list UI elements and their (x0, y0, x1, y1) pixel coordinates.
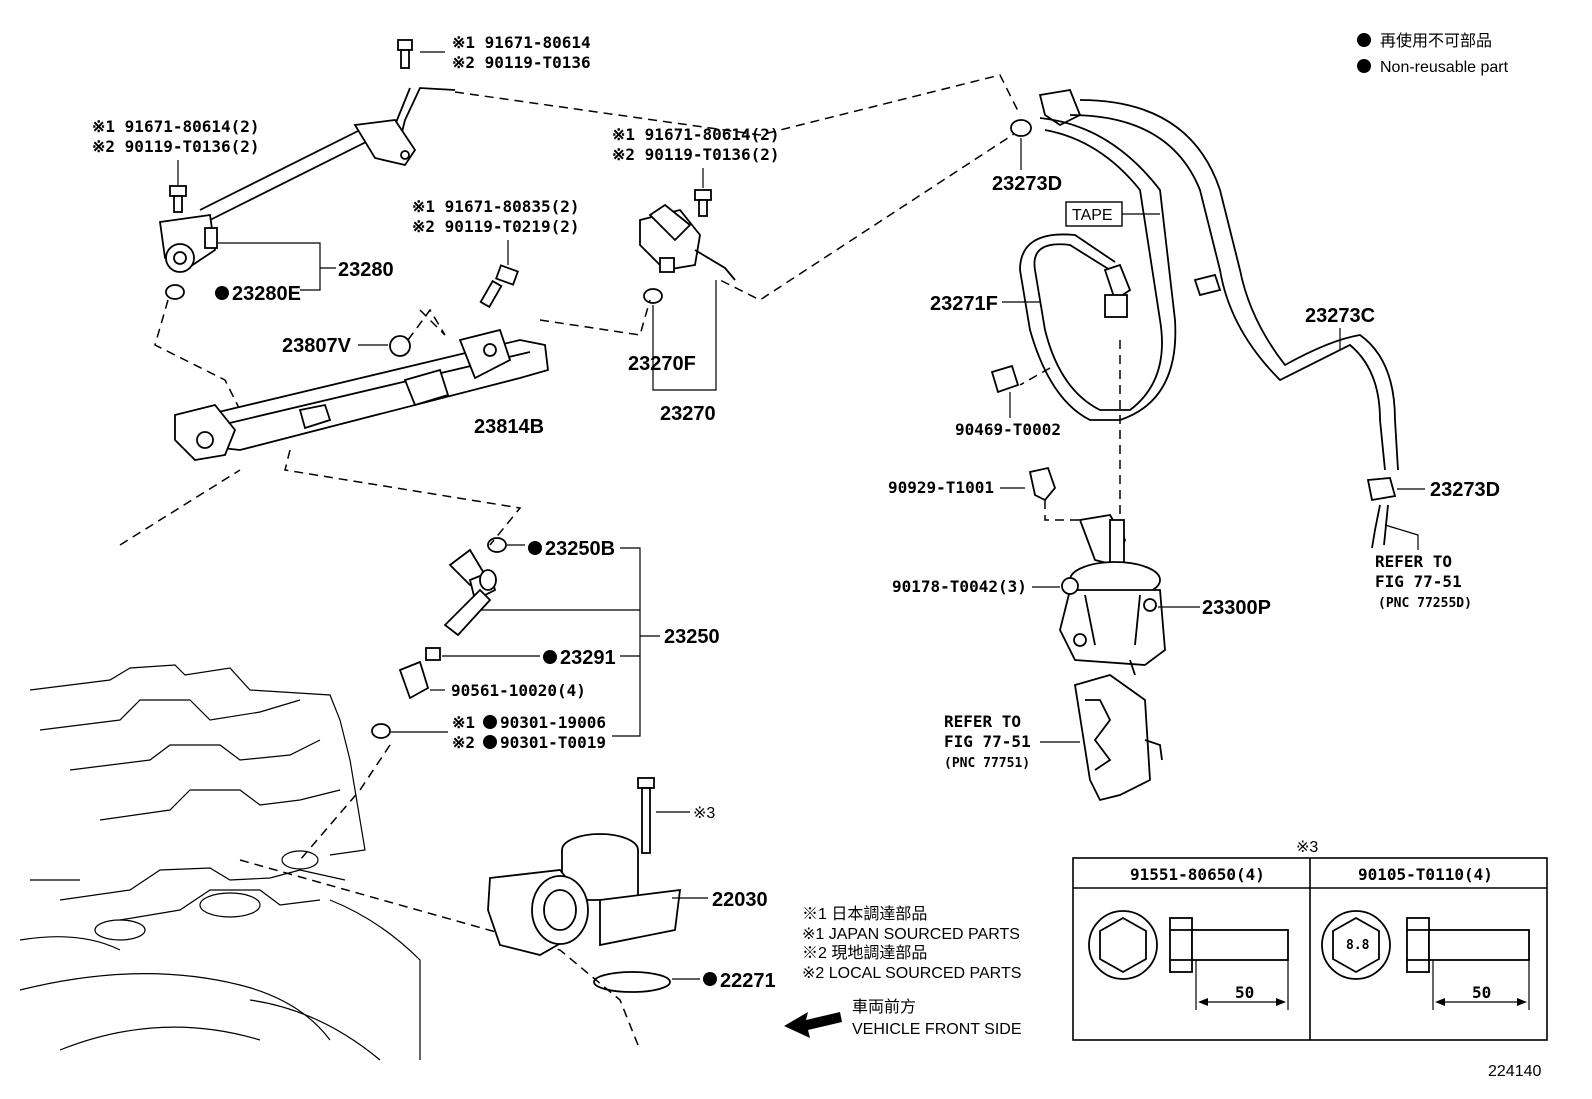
spacer-23291 (425, 647, 441, 661)
note-japan-ja: ※1 日本調達部品 (802, 905, 927, 923)
legend-dot-icon (1357, 59, 1371, 73)
fuel-delivery-pipe (174, 328, 549, 461)
label-refer2-b: FIG 77-51 (944, 732, 1031, 751)
label-bolt-mid-1: ※1 91671-80835(2) (412, 197, 580, 216)
label-23270F: 23270F (628, 353, 696, 375)
figure-number: 224140 (1488, 1063, 1541, 1080)
label-23814B: 23814B (474, 416, 544, 438)
o-ring-23250b (487, 537, 507, 553)
label-23291: 23291 (560, 647, 616, 669)
label-23273D-top: 23273D (992, 173, 1062, 195)
non-reusable-dot-icon (543, 650, 557, 664)
label-90929: 90929-T1001 (888, 478, 994, 497)
label-bolt-right-1: ※1 91671-80614(2) (612, 125, 780, 144)
label-refer2-c: (PNC 77751) (944, 756, 1030, 771)
legend-non-reusable-ja: 再使用不可部品 (1380, 32, 1492, 50)
label-90469: 90469-T0002 (955, 420, 1061, 439)
bolt-right (694, 189, 712, 217)
o-ring-23280e (165, 284, 185, 300)
pressure-regulator (158, 213, 218, 273)
pump-bracket (1073, 674, 1163, 802)
front-side-ja: 車両前方 (852, 998, 916, 1016)
o-ring-90301 (371, 723, 391, 739)
bolt-91551-drawing (1088, 910, 1289, 1010)
label-bolt-top-1: ※1 91671-80614 (452, 33, 591, 52)
note-local-ja: ※2 現地調達部品 (802, 944, 927, 962)
bolt-length-2: 50 (1472, 983, 1491, 1002)
non-reusable-dot-icon (703, 972, 717, 986)
fuel-pressure-sensor (639, 203, 736, 281)
non-reusable-dot-icon (483, 735, 497, 749)
bolt-mid (479, 264, 520, 309)
nut-90178 (1061, 577, 1079, 595)
clamp-90469 (990, 364, 1020, 394)
bolt-table-col2: 90105-T0110(4) (1358, 865, 1493, 884)
label-bolt-mid-2: ※2 90119-T0219(2) (412, 217, 580, 236)
engine-block-outline (19, 664, 421, 1061)
label-90178: 90178-T0042(3) (892, 577, 1027, 596)
label-90301-1n: 90301-19006 (500, 713, 606, 732)
bolt-length-1: 50 (1235, 983, 1254, 1002)
label-90301-1: ※1 (452, 713, 475, 732)
o-ring-23270f (643, 288, 663, 304)
label-22030: 22030 (712, 889, 768, 911)
throttle-body (487, 833, 682, 956)
label-refer1-a: REFER TO (1375, 552, 1452, 571)
label-ref3: ※3 (693, 805, 715, 822)
fuel-hose-assembly (1019, 88, 1399, 471)
label-23250: 23250 (664, 626, 720, 648)
spacer-23807v (389, 335, 411, 357)
label-23273D-right: 23273D (1430, 479, 1500, 501)
clip-23273d-right (1366, 477, 1397, 502)
vehicle-front-arrow-icon (784, 1012, 842, 1038)
non-reusable-dot-icon (528, 541, 542, 555)
front-side-en: VEHICLE FRONT SIDE (852, 1021, 1022, 1038)
fuel-pump (1059, 514, 1166, 676)
label-bolt-left-1: ※1 91671-80614(2) (92, 117, 260, 136)
label-refer1-c: (PNC 77255D) (1378, 596, 1472, 611)
label-23300P: 23300P (1202, 597, 1271, 619)
non-reusable-dot-icon (215, 286, 229, 300)
clip-90929 (1028, 466, 1057, 502)
label-refer1-b: FIG 77-51 (1375, 572, 1462, 591)
throttle-bolt (637, 777, 655, 854)
legend-non-reusable-en: Non-reusable part (1380, 59, 1509, 76)
label-23280: 23280 (338, 259, 394, 281)
bolt-90105-drawing (1321, 910, 1530, 1010)
gasket-22271 (593, 971, 671, 993)
clip-23273d-top (1010, 119, 1032, 137)
label-bolt-top-2: ※2 90119-T0136 (452, 53, 591, 72)
label-90561: 90561-10020(4) (451, 681, 586, 700)
label-23270: 23270 (660, 403, 716, 425)
label-bolt-left-2: ※2 90119-T0136(2) (92, 137, 260, 156)
label-bolt-right-2: ※2 90119-T0136(2) (612, 145, 780, 164)
label-refer2-a: REFER TO (944, 712, 1021, 731)
fuel-pipe-upper (199, 87, 456, 221)
fuel-injector (443, 548, 497, 637)
label-23807V: 23807V (282, 335, 352, 357)
note-local-en: ※2 LOCAL SOURCED PARTS (802, 965, 1021, 982)
non-reusable-dot-icon (483, 715, 497, 729)
insulator-90561 (398, 660, 430, 700)
bolt-table-title: ※3 (1296, 839, 1318, 856)
label-23280E: 23280E (232, 283, 301, 305)
label-tape: TAPE (1072, 207, 1113, 224)
label-23271F: 23271F (930, 293, 998, 315)
label-22271: 22271 (720, 970, 776, 992)
bolt-table-col1: 91551-80650(4) (1130, 865, 1265, 884)
legend-dot-icon (1357, 33, 1371, 47)
bolt-top (397, 39, 413, 69)
note-japan-en: ※1 JAPAN SOURCED PARTS (802, 926, 1020, 943)
label-90301-2n: 90301-T0019 (500, 733, 606, 752)
label-23250B: 23250B (545, 538, 615, 560)
label-90301-2: ※2 (452, 733, 475, 752)
bolt-grade: 8.8 (1346, 938, 1370, 953)
label-23273C: 23273C (1305, 305, 1375, 327)
bolt-left (169, 185, 187, 213)
